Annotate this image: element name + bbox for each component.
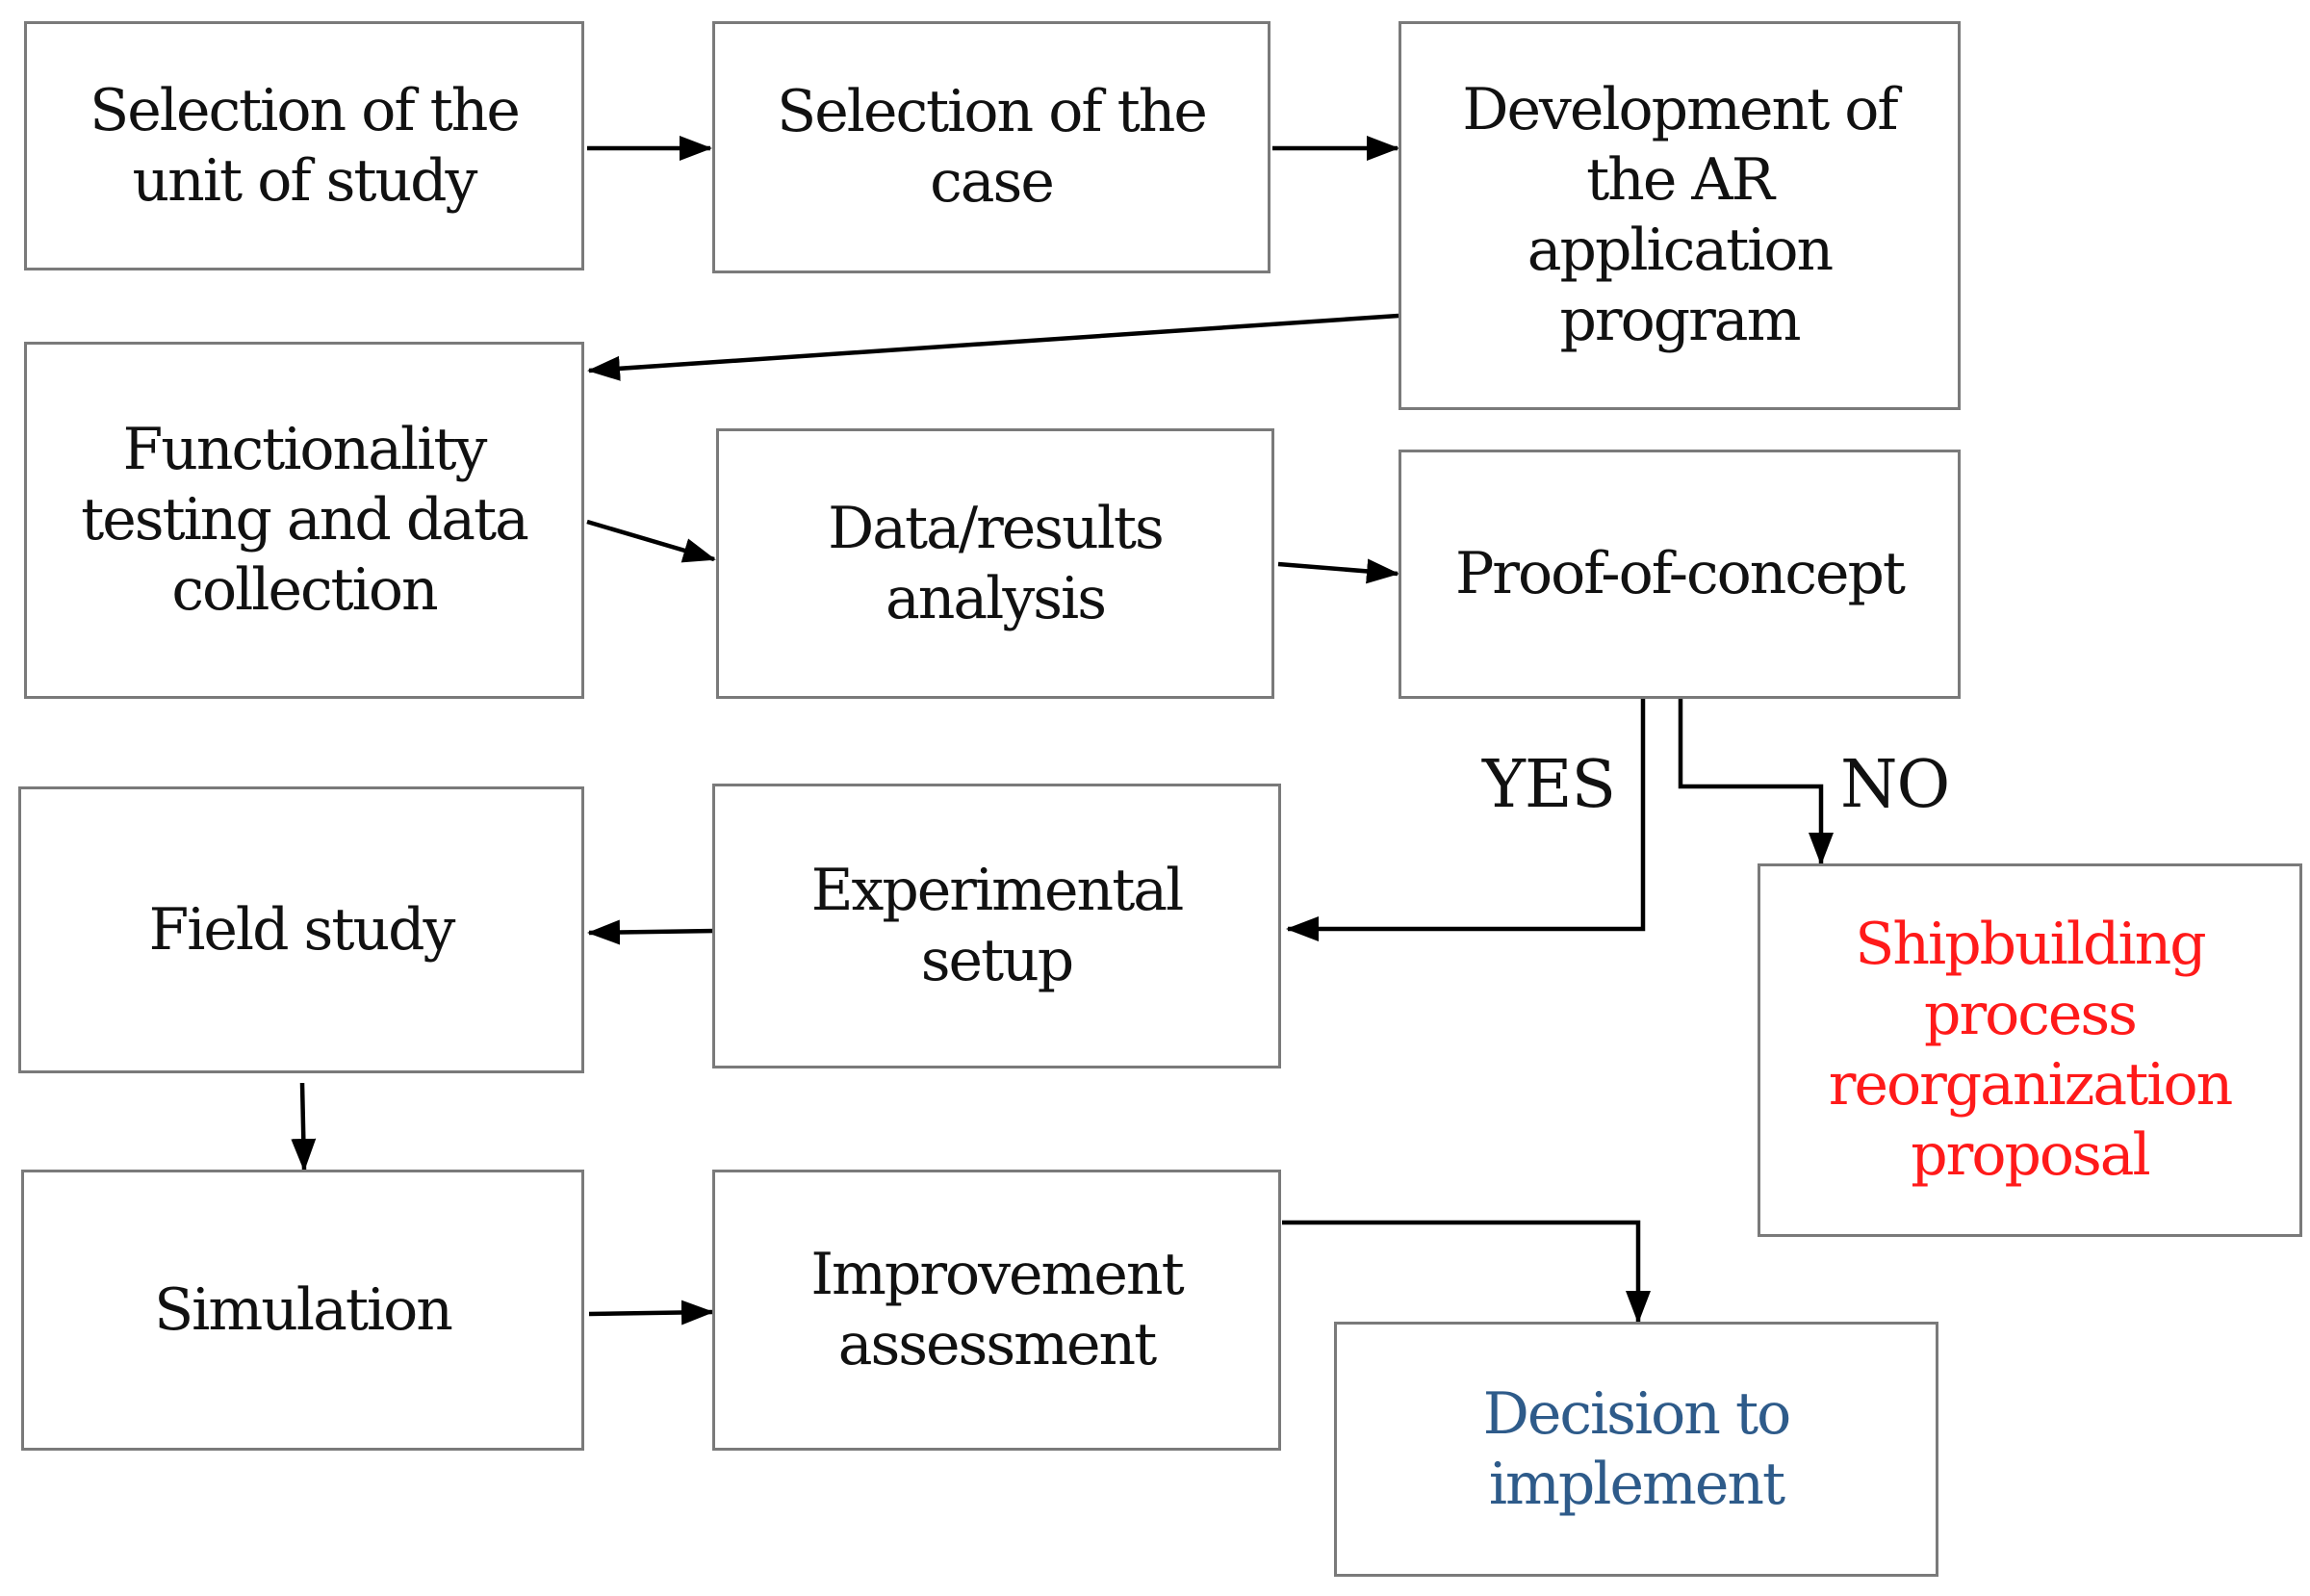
no-branch-label: NO xyxy=(1840,747,1950,823)
experimental-setup-box: Experimental setup xyxy=(712,784,1281,1068)
proof-of-concept-label: Proof-of-concept xyxy=(1454,540,1906,607)
arrow-improvement-to-decision xyxy=(1282,1220,1651,1324)
decision-to-implement-label: Decision to implement xyxy=(1482,1379,1791,1518)
arrow-field-study-to-simulation xyxy=(291,1082,317,1171)
arrow-proof-no-to-proposal xyxy=(1678,699,1834,865)
case-selection-box: Selection of the case xyxy=(712,21,1270,273)
arrow-setup-to-field-study xyxy=(587,919,717,945)
arrow-simulation-to-improvement xyxy=(588,1300,714,1326)
experimental-setup-label: Experimental setup xyxy=(810,857,1185,994)
field-study-box: Field study xyxy=(18,786,584,1073)
decision-to-implement-box: Decision to implement xyxy=(1334,1322,1938,1577)
unit-selection-box: Selection of the unit of study xyxy=(24,21,584,270)
functionality-testing-label: Functionality testing and data collectio… xyxy=(81,416,529,624)
field-study-label: Field study xyxy=(148,895,456,964)
arrow-testing-to-analysis xyxy=(586,519,716,563)
results-analysis-label: Data/results analysis xyxy=(828,494,1165,632)
functionality-testing-box: Functionality testing and data collectio… xyxy=(24,342,584,699)
results-analysis-box: Data/results analysis xyxy=(716,428,1274,699)
ar-development-box: Development of the AR application progra… xyxy=(1399,21,1961,410)
improvement-assessment-label: Improvement assessment xyxy=(810,1241,1184,1378)
unit-selection-label: Selection of the unit of study xyxy=(90,76,521,215)
reorganization-proposal-box: Shipbuilding process reorganization prop… xyxy=(1758,863,2302,1237)
proof-of-concept-box: Proof-of-concept xyxy=(1399,450,1961,699)
ar-development-label: Development of the AR application progra… xyxy=(1462,76,1898,354)
improvement-assessment-box: Improvement assessment xyxy=(712,1170,1281,1451)
arrow-development-to-testing xyxy=(587,313,1399,381)
simulation-label: Simulation xyxy=(154,1275,453,1344)
case-selection-label: Selection of the case xyxy=(777,78,1208,216)
reorganization-proposal-label: Shipbuilding process reorganization prop… xyxy=(1828,911,2233,1189)
arrow-analysis-to-proof xyxy=(1277,558,1399,584)
arrow-proof-yes-to-setup xyxy=(1286,699,1646,941)
yes-branch-label: YES xyxy=(1482,747,1616,823)
simulation-box: Simulation xyxy=(21,1170,584,1451)
